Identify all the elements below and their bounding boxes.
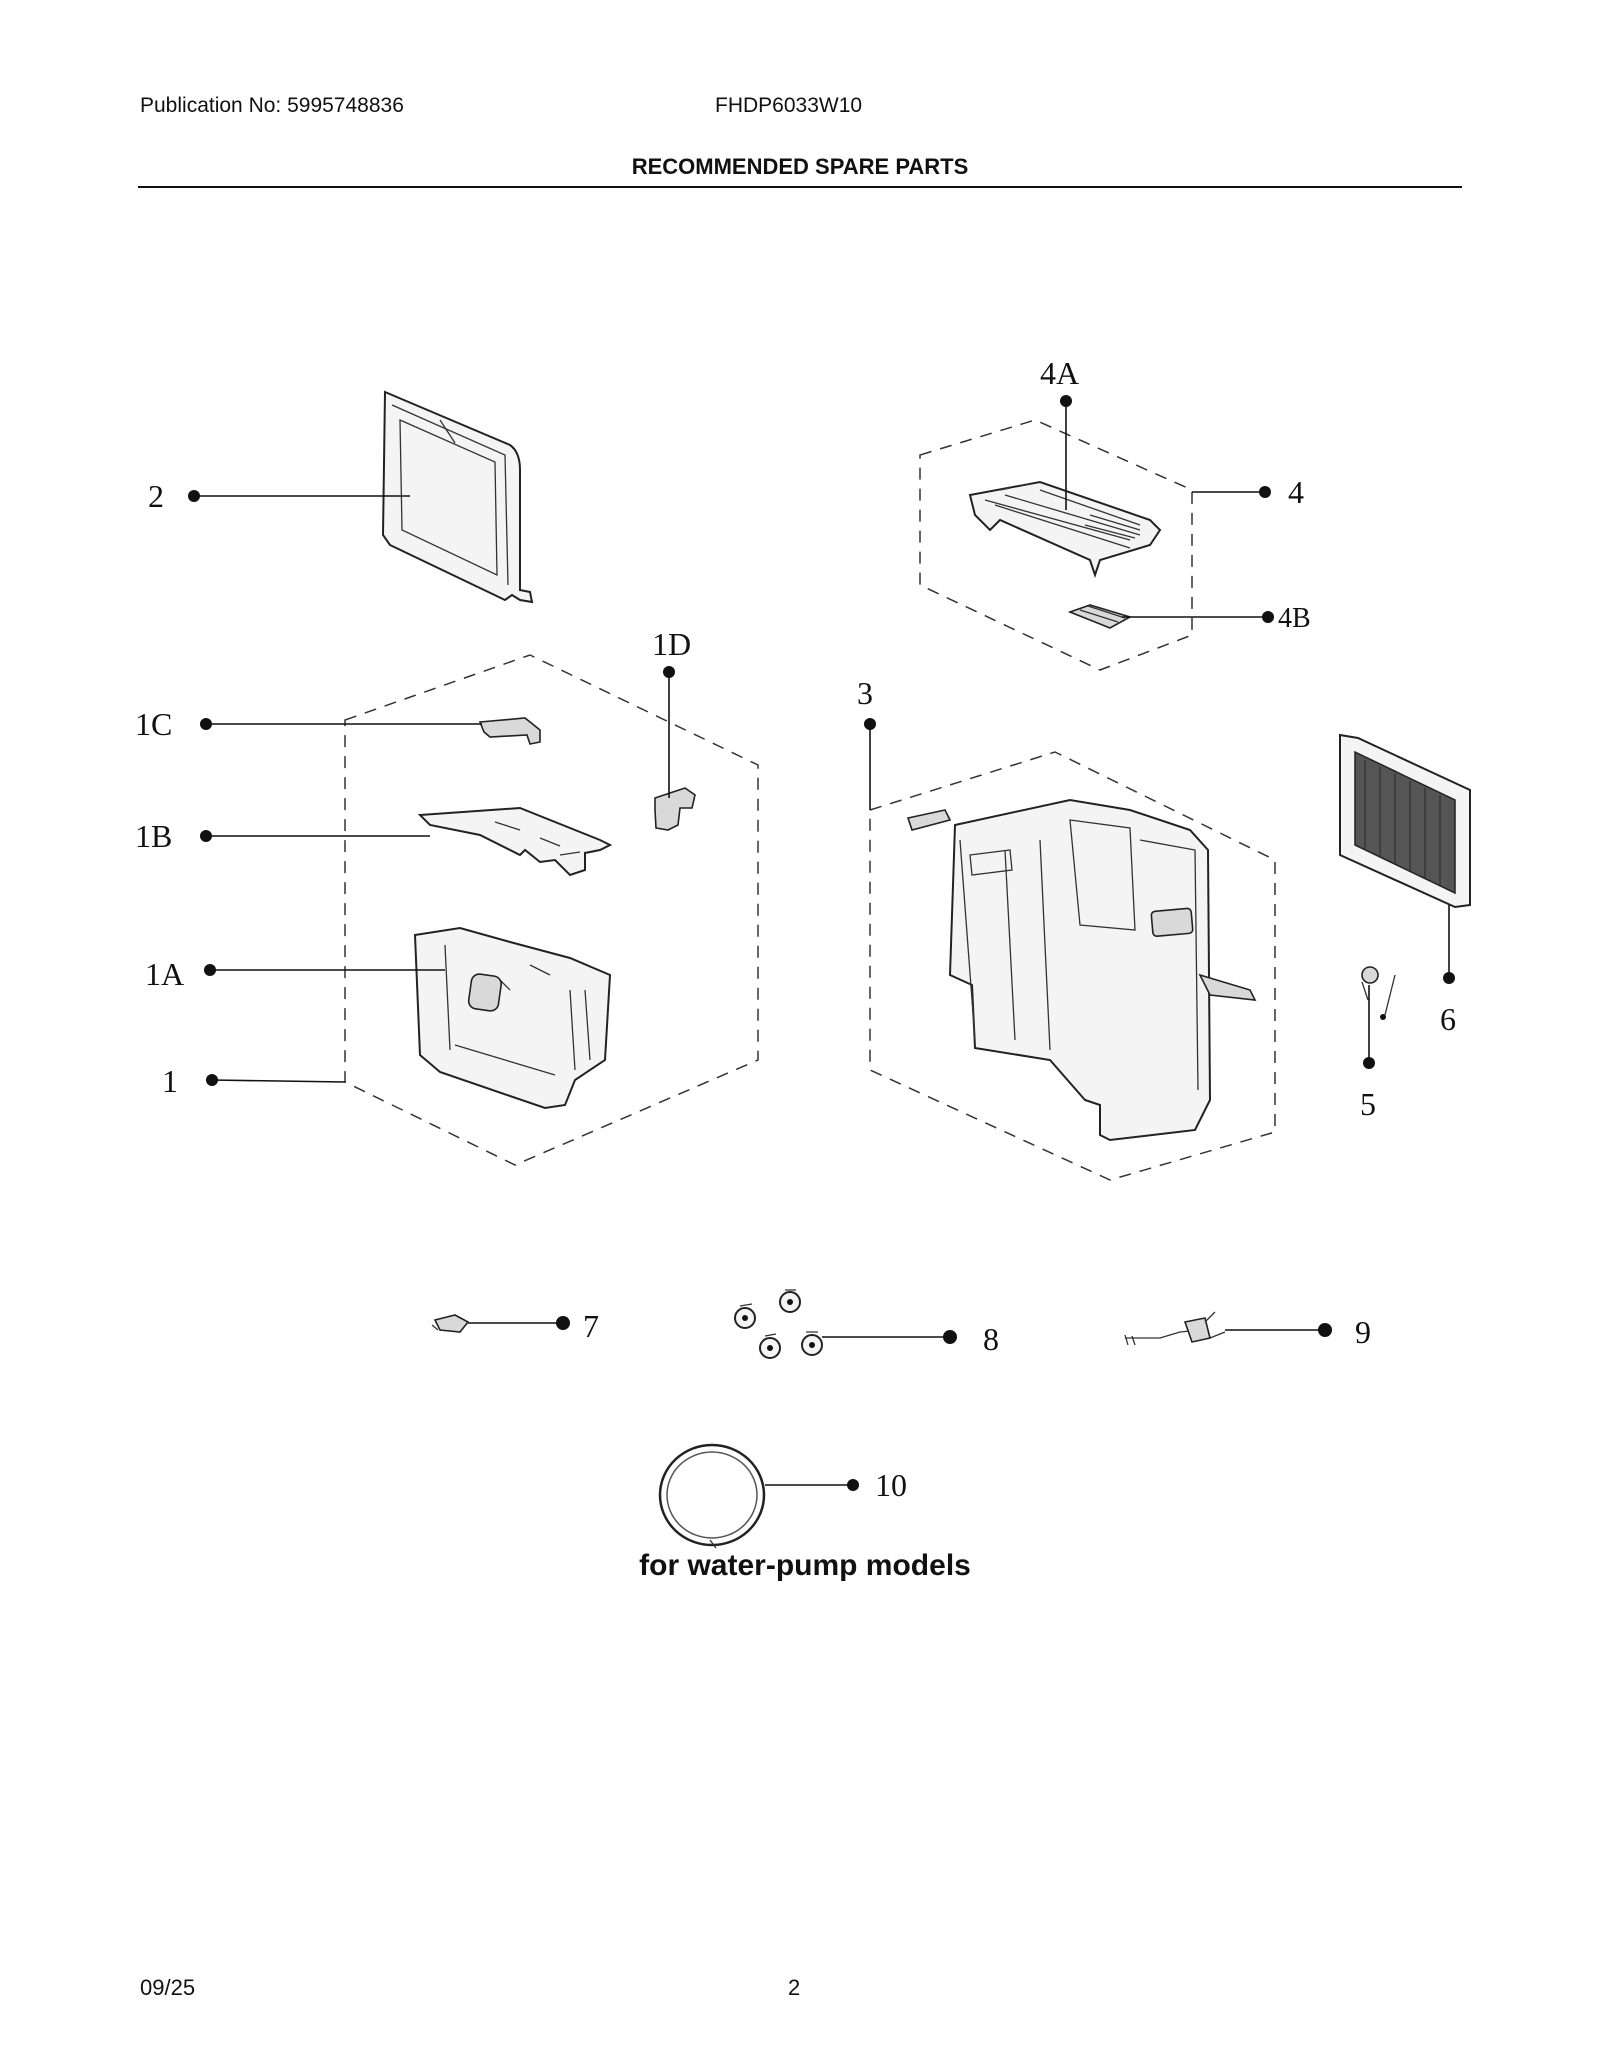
callout-label-1a: 1A (145, 956, 184, 992)
callout-label-1: 1 (162, 1063, 178, 1099)
callout-label-6: 6 (1440, 1001, 1456, 1037)
model-number: FHDP6033W10 (715, 94, 863, 117)
callout-label-1c: 1C (135, 706, 172, 742)
footer-date: 09/25 (140, 1975, 196, 2000)
callout-dot-4 (1259, 486, 1271, 498)
callout-dot-4b (1262, 611, 1274, 623)
page-title: RECOMMENDED SPARE PARTS (631, 154, 969, 179)
callout-dot-1b (200, 830, 212, 842)
part-1a-water-bucket (413, 926, 612, 1110)
part-2-front-panel (381, 390, 534, 604)
water-pump-note: for water-pump models (639, 1549, 971, 1582)
part-9-power-cord (1124, 1311, 1226, 1346)
callout-label-3: 3 (857, 675, 873, 711)
callout-dot-2 (188, 490, 200, 502)
callout-dot-3 (864, 718, 876, 730)
part-10-drain-hose (658, 1443, 766, 1549)
callout-label-9: 9 (1355, 1314, 1371, 1350)
callout-dot-1d (663, 666, 675, 678)
callout-label-4a: 4A (1040, 355, 1079, 391)
callout-dot-1c (200, 718, 212, 730)
callout-dot-8 (943, 1330, 957, 1344)
part-1c-handle (478, 717, 541, 745)
callout-dot-1 (206, 1074, 218, 1086)
page-number: 2 (788, 1975, 801, 2000)
header-rule (138, 186, 1462, 188)
callout-label-2: 2 (148, 478, 164, 514)
publication-number: Publication No: 5995748836 (140, 94, 404, 117)
part-4b-keypad (1067, 604, 1133, 629)
callout-label-5: 5 (1360, 1086, 1376, 1122)
callout-dot-1a (204, 964, 216, 976)
callout-label-1b: 1B (135, 818, 172, 854)
part-3-cabinet (906, 798, 1257, 1142)
part-1d-clip (654, 787, 696, 831)
part-4a-control-panel (968, 480, 1162, 579)
part-1b-float-plate (417, 806, 613, 877)
callout-label-10: 10 (875, 1467, 907, 1503)
callout-dot-10 (847, 1479, 859, 1491)
part-8-casters (734, 1289, 823, 1359)
callout-label-1d: 1D (652, 626, 691, 662)
callout-label-8: 8 (983, 1321, 999, 1357)
leader-1 (211, 1079, 346, 1083)
part-5-float-switch (1361, 966, 1396, 1020)
part-3-group-outline (869, 751, 1276, 1181)
callout-dot-4a (1060, 395, 1072, 407)
part-7-hose-clip (431, 1314, 470, 1333)
callout-label-4: 4 (1288, 474, 1304, 510)
callout-dot-7 (556, 1316, 570, 1330)
part-6-air-filter (1339, 733, 1471, 909)
callout-dot-5 (1363, 1057, 1375, 1069)
callout-label-4b: 4B (1278, 603, 1311, 634)
callout-dot-6 (1443, 972, 1455, 984)
callout-label-7: 7 (583, 1308, 599, 1344)
callout-dot-9 (1318, 1323, 1332, 1337)
